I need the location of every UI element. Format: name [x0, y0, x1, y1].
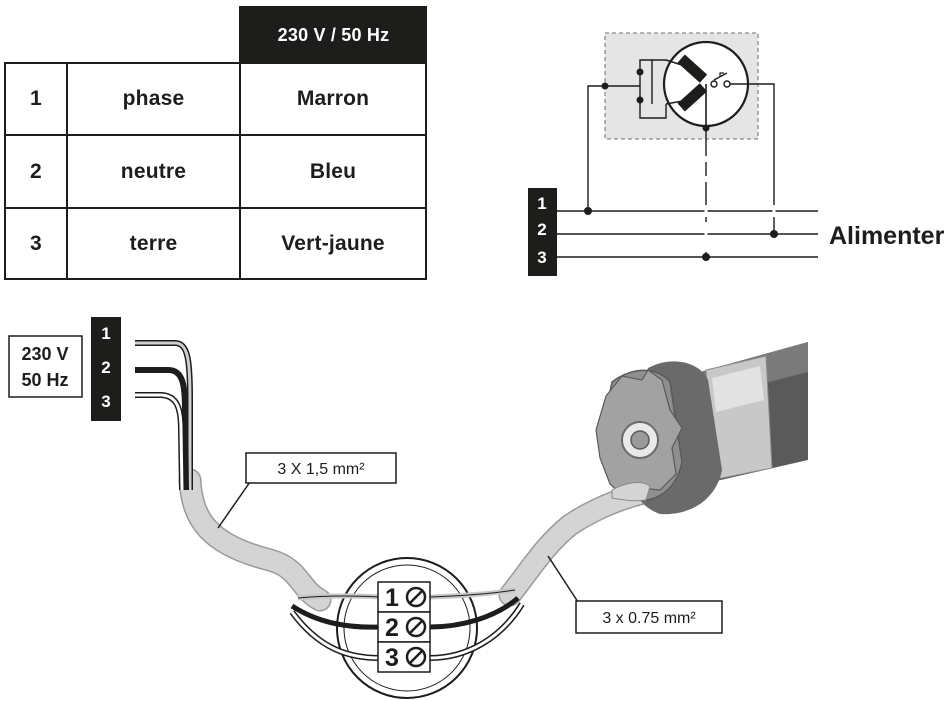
table-row-3-number: 3: [30, 231, 42, 255]
table-border-top: [4, 62, 427, 64]
supply-cable-label-box: [245, 452, 397, 484]
table-border-col1: [66, 62, 68, 280]
table-row-1-name: phase: [122, 87, 185, 110]
table-border-right: [425, 6, 427, 280]
schematic-terminal-1: 1: [537, 194, 546, 213]
table-border-row1: [4, 134, 427, 136]
junction-terminal-3: 3: [385, 644, 399, 672]
table-row-1-number: 1: [30, 87, 42, 110]
table-border-col2: [239, 6, 241, 280]
tubular-motor: [595, 342, 808, 515]
supply-terminal-3: 3: [101, 392, 110, 411]
supply-terminal-1: 1: [101, 324, 110, 343]
motor-cable-label-box: [575, 600, 723, 634]
winding-icon: [665, 54, 708, 126]
thermal-switch-icon: [710, 72, 748, 88]
supply-label: Alimenter: [829, 222, 944, 250]
supply-terminal-block: [91, 317, 121, 421]
table-row-2-number: 2: [30, 159, 42, 183]
supply-cable-label: 3 X 1,5 mm²: [277, 461, 365, 478]
junction-terminal-block: 1 2 3: [377, 581, 431, 673]
table-row-2-name: neutre: [120, 159, 187, 183]
table-row-2-color: Bleu: [309, 159, 357, 183]
table-border-row2: [4, 207, 427, 209]
schematic: 1 2 3 Alimenter: [528, 32, 944, 276]
table-row-3-color: Vert-jaune: [281, 231, 385, 255]
wiring-illustration: 230 V 50 Hz 1 2 3: [8, 317, 808, 699]
wiring-table: 230 V / 50 Hz 1 phase Marron 2 neutre Bl…: [4, 6, 427, 280]
table-row-1-color: Marron: [296, 87, 370, 110]
schematic-terminal-3: 3: [537, 248, 546, 267]
table-border-left: [4, 62, 6, 280]
table-header-voltage: 230 V / 50 Hz: [240, 6, 427, 64]
junction-terminal-2: 2: [385, 614, 399, 642]
voltage-line-1: 230 V: [21, 344, 68, 364]
screw-icon: [405, 586, 427, 668]
motor-cable-label: 3 x 0.75 mm²: [602, 610, 696, 627]
schematic-terminal-block: [528, 188, 557, 276]
table-border-bottom: [4, 278, 427, 280]
schematic-terminal-2: 2: [537, 220, 546, 239]
voltage-line-2: 50 Hz: [21, 370, 68, 390]
table-row-3-name: terre: [129, 231, 178, 255]
voltage-box: [8, 335, 83, 398]
junction-terminal-1: 1: [385, 584, 399, 612]
supply-terminal-2: 2: [101, 358, 110, 377]
